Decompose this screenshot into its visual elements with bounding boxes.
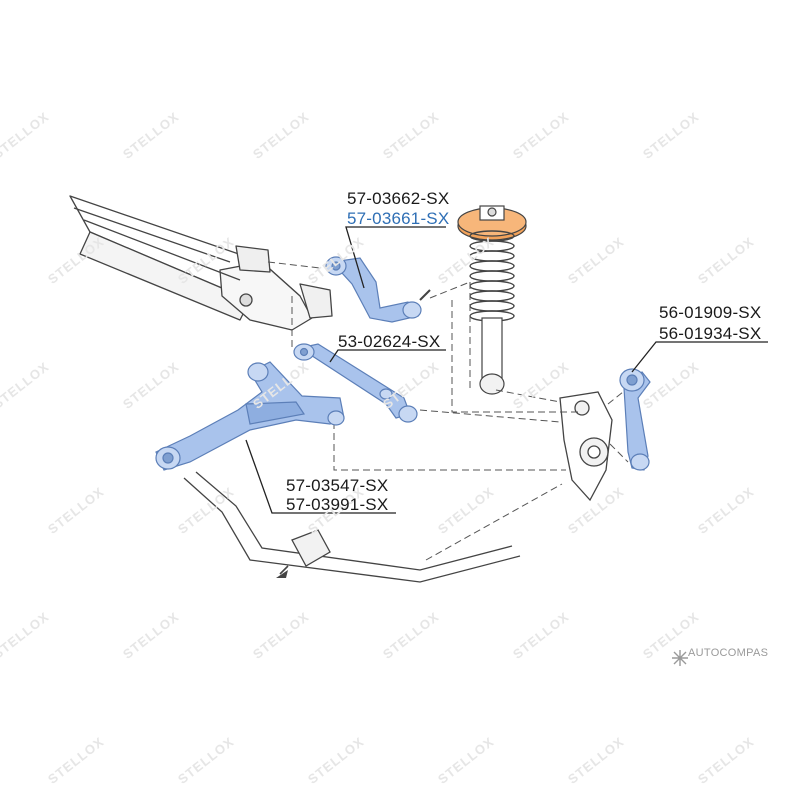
spring-coil xyxy=(469,240,515,252)
subframe xyxy=(69,195,333,331)
label-lateral-link-1: 56-01909-SX xyxy=(659,303,762,322)
lower-control-arm xyxy=(155,361,345,471)
label-upper-arm-2: 57-03661-SX xyxy=(347,209,450,228)
spring-coil xyxy=(469,250,515,262)
spring-coil xyxy=(469,290,515,302)
leader-lateral-link xyxy=(631,341,768,373)
wheel-knuckle xyxy=(559,391,613,502)
stabilizer-bar xyxy=(183,471,521,583)
leader-lower-arm xyxy=(245,439,396,514)
label-lateral-link-2: 56-01934-SX xyxy=(659,324,762,343)
label-lower-arm-1: 57-03547-SX xyxy=(286,476,389,495)
spring-coil xyxy=(469,280,515,292)
label-upper-arm-1: 57-03662-SX xyxy=(347,189,450,208)
spring-coil xyxy=(469,260,515,272)
leader-toe-link xyxy=(329,349,446,363)
autocompas-logo-icon xyxy=(672,650,688,666)
leader-lines xyxy=(245,226,768,514)
upper-control-arm xyxy=(325,256,431,323)
toe-link xyxy=(293,343,418,423)
strut-assembly xyxy=(457,205,527,395)
leader-upper-arm xyxy=(345,226,446,289)
spring-coil xyxy=(469,300,515,312)
lateral-link xyxy=(619,368,651,471)
label-toe-link: 53-02624-SX xyxy=(338,332,441,351)
label-lower-arm-2: 57-03991-SX xyxy=(286,495,389,514)
assembly-lines xyxy=(267,261,629,561)
brand-text: AUTOCOMPAS xyxy=(688,647,769,659)
spring-coil xyxy=(469,270,515,282)
